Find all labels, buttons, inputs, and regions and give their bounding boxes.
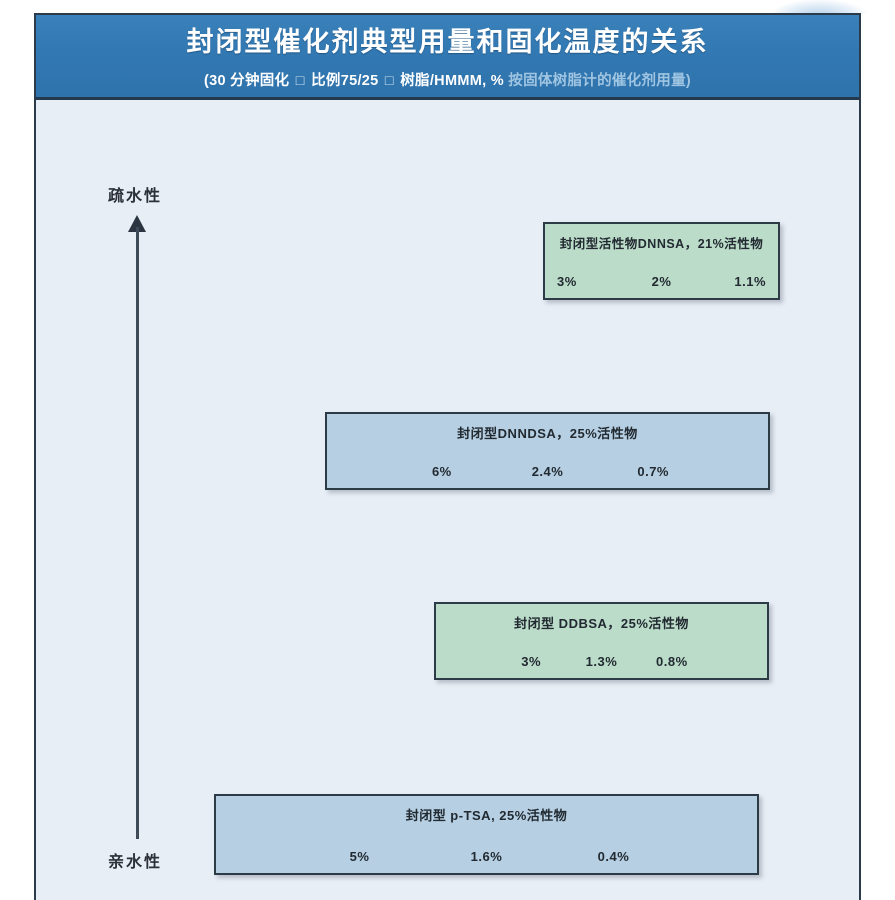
product-box-ddbsa[interactable]: 封闭型 DDBSA，25%活性物 3% 1.3% 0.8% — [434, 602, 769, 680]
value-cell: 5% — [349, 849, 370, 864]
value-cell: 1.1% — [734, 274, 767, 289]
subtitle-part-3: 树脂/HMMM, % — [400, 73, 504, 89]
slide-header: 封闭型催化剂典型用量和固化温度的关系 (30 分钟固化 □ 比例75/25 □ … — [36, 15, 859, 100]
page-subtitle: (30 分钟固化 □ 比例75/25 □ 树脂/HMMM, % 按固体树脂计的催… — [36, 69, 859, 90]
value-cell: 2% — [651, 274, 672, 289]
value-cell: 0.4% — [597, 849, 630, 864]
subtitle-separator-2: □ — [384, 73, 394, 89]
value-cell: 0.8% — [656, 654, 688, 669]
value-cell: 2.4% — [531, 464, 564, 479]
product-box-values: 6% 2.4% 0.7% — [327, 464, 768, 479]
value-cell: 1.6% — [470, 849, 503, 864]
value-cell: 3% — [557, 274, 577, 289]
axis-label-hydrophilic: 亲水性 — [108, 854, 163, 871]
subtitle-separator-1: □ — [295, 73, 305, 89]
product-box-dnndsa[interactable]: 封闭型DNNDSA，25%活性物 6% 2.4% 0.7% — [325, 412, 770, 490]
subtitle-part-1: (30 分钟固化 — [203, 73, 290, 89]
image-artifact-smudge — [772, 0, 867, 14]
axis-vertical-line — [136, 227, 139, 839]
value-cell: 3% — [521, 654, 542, 669]
value-cell: 1.3% — [585, 654, 618, 669]
product-box-ptsa[interactable]: 封闭型 p-TSA, 25%活性物 5% 1.6% 0.4% — [214, 794, 759, 875]
product-box-title: 封闭型 p-TSA, 25%活性物 — [405, 808, 568, 823]
axis-arrow-head-icon — [128, 215, 146, 232]
product-box-values: 5% 1.6% 0.4% — [216, 849, 757, 864]
page-title: 封闭型催化剂典型用量和固化温度的关系 — [186, 27, 709, 57]
subtitle-part-2: 比例75/25 — [311, 73, 379, 89]
axis-label-hydrophobic: 疏水性 — [108, 188, 163, 205]
product-box-dnnsa[interactable]: 封闭型活性物DNNSA，21%活性物 3% 2% 1.1% — [543, 222, 780, 300]
product-box-title: 封闭型 DDBSA，25%活性物 — [514, 616, 689, 631]
slide-canvas: 封闭型催化剂典型用量和固化温度的关系 (30 分钟固化 □ 比例75/25 □ … — [34, 13, 861, 900]
subtitle-part-4: 按固体树脂计的催化剂用量) — [508, 73, 692, 89]
product-box-title: 封闭型活性物DNNSA，21%活性物 — [559, 237, 764, 251]
value-cell: 0.7% — [637, 464, 669, 479]
product-box-values: 3% 1.3% 0.8% — [436, 654, 767, 669]
product-box-title: 封闭型DNNDSA，25%活性物 — [457, 426, 638, 441]
product-box-values: 3% 2% 1.1% — [545, 274, 778, 289]
value-cell: 6% — [431, 464, 452, 479]
